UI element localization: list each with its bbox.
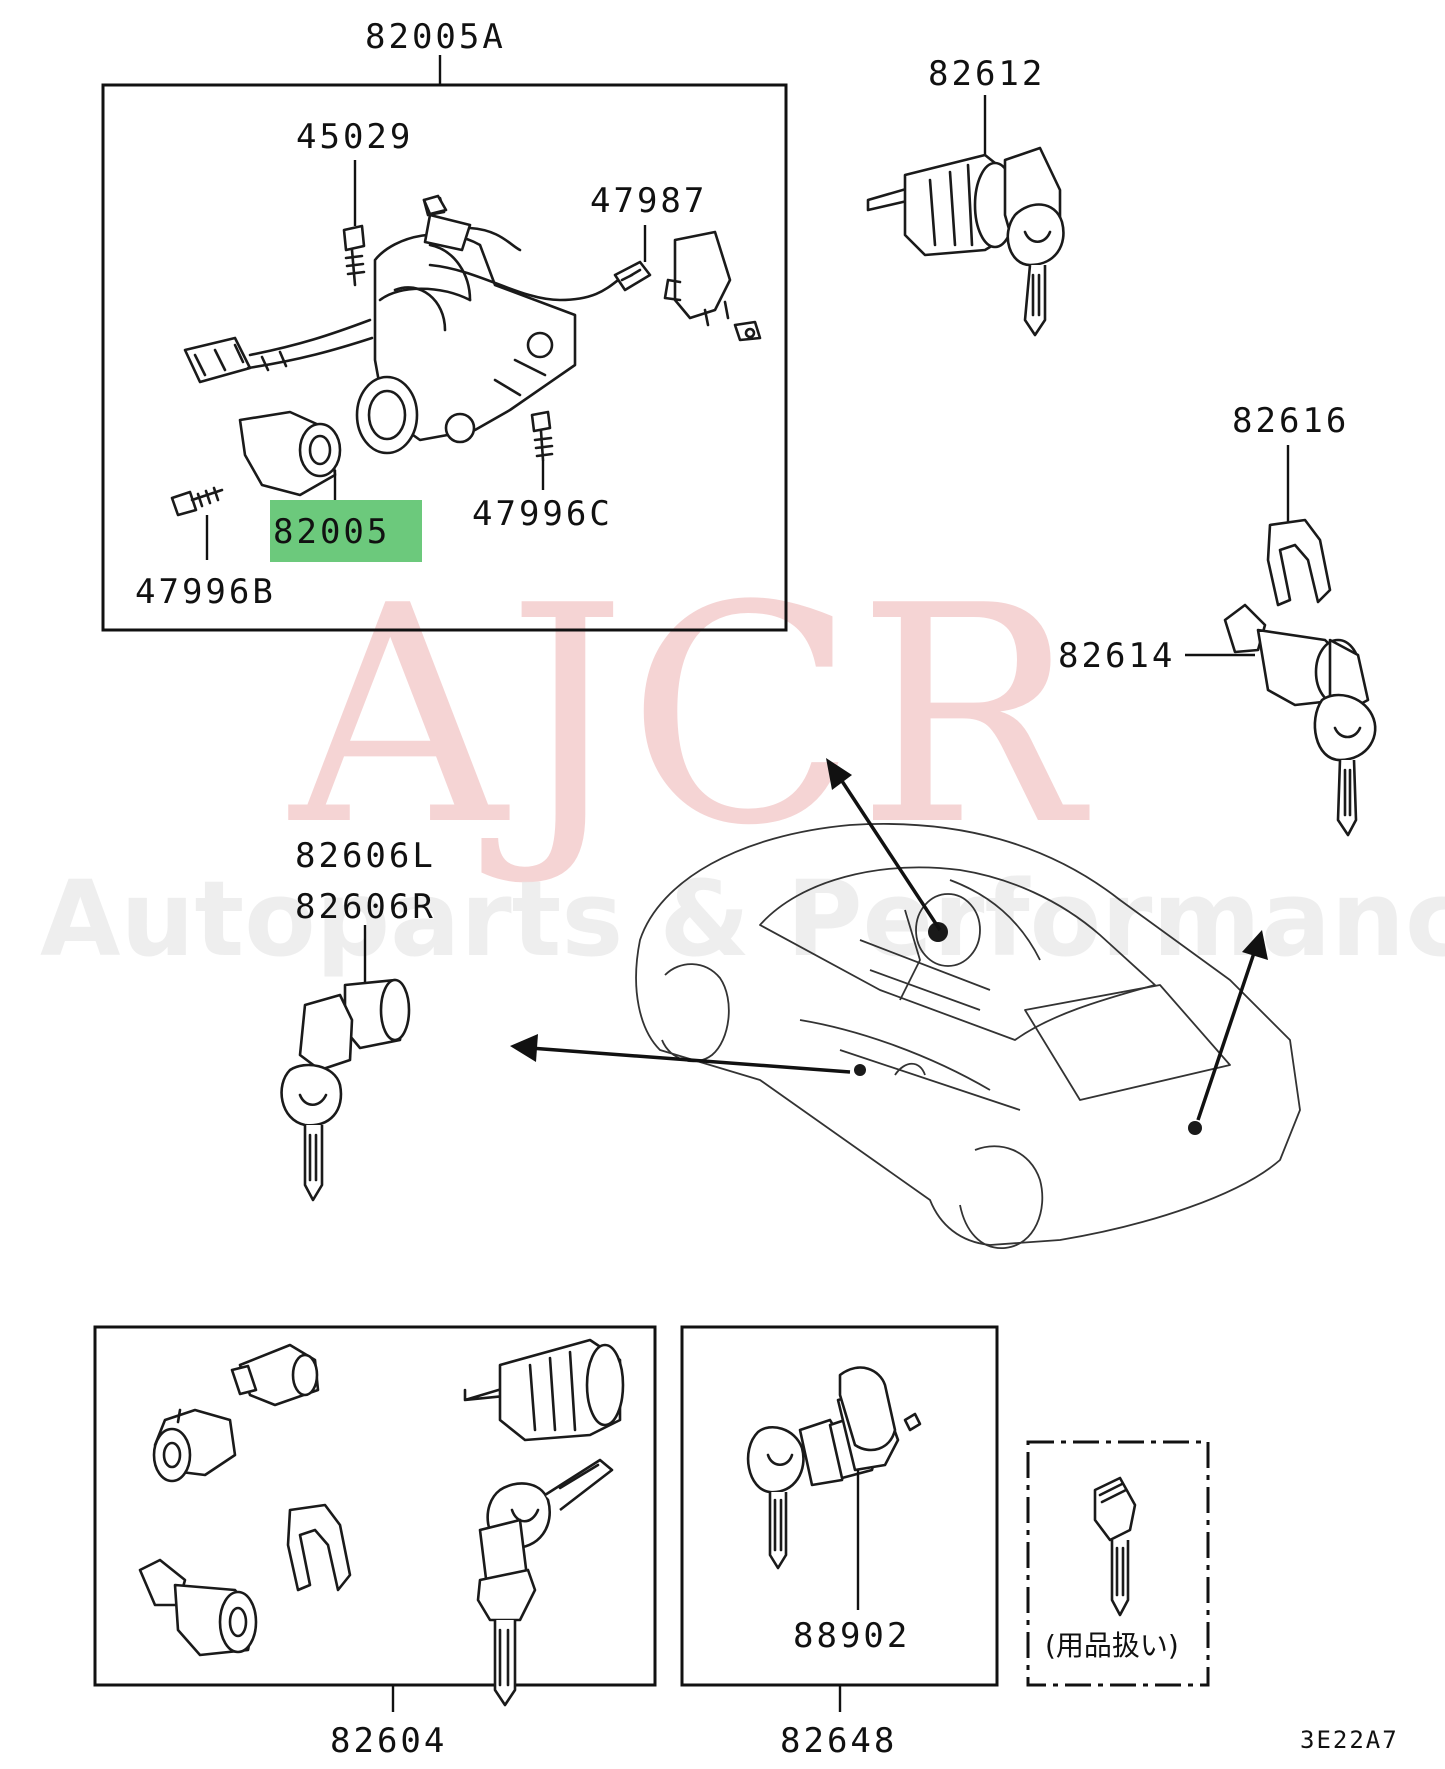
label-45029: 45029 [296,117,413,157]
bolt-47996B-drawing [170,486,224,560]
arrow-to-82606 [529,1046,851,1074]
watermark-brand: AJCR [285,542,1091,891]
label-88902: 88902 [793,1616,910,1656]
ignition-cylinder-82612-drawing [866,95,1065,337]
label-82612: 82612 [928,54,1045,94]
wiring-connector-drawing [183,318,374,384]
keyless-set-82648-group [680,1325,999,1712]
small-bolt-drawing [422,194,448,216]
label-82606R: 82606R [295,887,436,927]
label-82606L: 82606L [295,836,436,876]
label-47996B: 47996B [135,572,276,612]
arrow-to-82614 [836,774,942,931]
bolt-45029-drawing [342,160,366,287]
door-lock-cylinder-82606-drawing [280,925,411,1202]
accessory-box [1026,1440,1210,1687]
screw-47987-drawing [613,225,652,292]
arrow-to-trunk [1196,949,1257,1121]
ignition-assembly-group [101,55,788,632]
label-diagram-code: 3E22A7 [1300,1726,1399,1754]
arrows [510,758,1268,1121]
label-47996C: 47996C [472,494,613,534]
assembly-box-82005A [101,83,788,632]
bolt-47996C-drawing [530,410,554,490]
accessory-key-group [1026,1440,1210,1687]
lock-set-82604-group [93,1325,657,1712]
box-82604 [93,1325,657,1687]
label-82648: 82648 [780,1721,897,1761]
lock-cylinder-82614-drawing [1185,603,1377,837]
label-82005A: 82005A [365,17,506,57]
label-82604: 82604 [330,1721,447,1761]
switch-wire-drawing [428,263,627,302]
car-outline-drawing [635,823,1301,1249]
clip-82616-drawing [1266,445,1332,607]
key-cylinder-82005-drawing [238,410,342,502]
label-82614: 82614 [1058,636,1175,676]
label-82005: 82005 [273,512,390,552]
key-reminder-switch-drawing [663,230,762,342]
label-82616: 82616 [1232,401,1349,441]
highlight-82005 [270,500,422,562]
label-47987: 47987 [590,181,707,221]
label-accessory-note: (用品扱い) [1045,1629,1179,1662]
watermark-tagline: Autoparts & Performance [40,858,1445,980]
